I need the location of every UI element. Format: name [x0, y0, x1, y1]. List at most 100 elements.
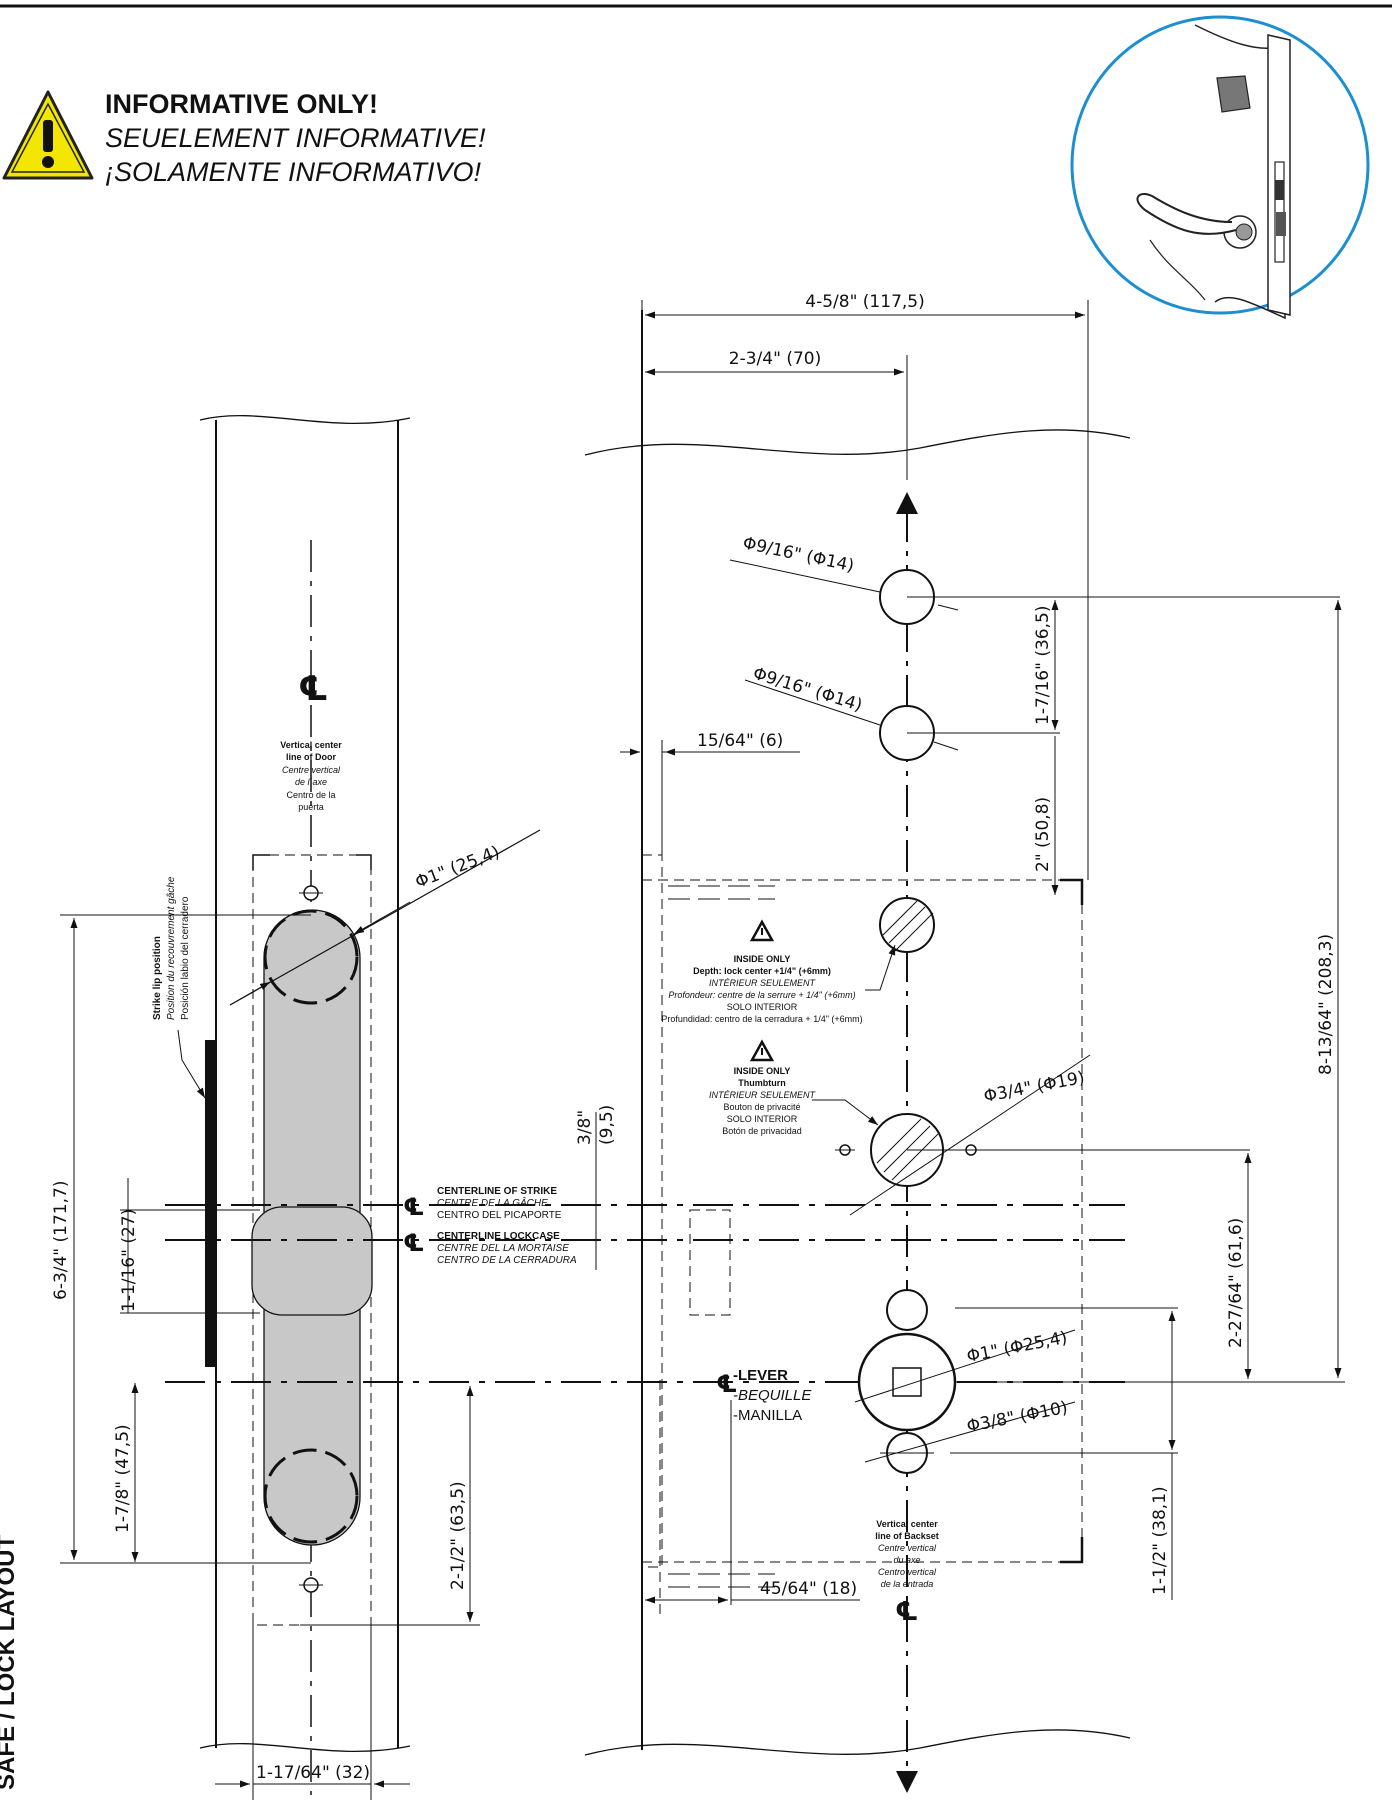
svg-text:SOLO INTERIOR: SOLO INTERIOR [727, 1002, 798, 1012]
total-208-dim: 8-13/64" (208,3) [955, 600, 1345, 1383]
svg-text:Strike lip position: Strike lip position [152, 936, 163, 1020]
thumbturn-diameter-text: Φ3/4" (Φ19) [982, 1068, 1086, 1107]
lever-to-bottom-text: 1-1/2" (38,1) [1150, 1486, 1170, 1595]
svg-text:-BEQUILLE: -BEQUILLE [733, 1387, 812, 1404]
warning-title-es: ¡SOLAMENTE INFORMATIVO! [105, 157, 482, 187]
svg-text:Vertical center: Vertical center [876, 1519, 938, 1529]
svg-text:Centro de la: Centro de la [286, 790, 335, 800]
caution-icon [749, 1039, 775, 1062]
svg-text:line of Door: line of Door [286, 752, 336, 762]
svg-text:Depth: lock center +1/4" (+6mm: Depth: lock center +1/4" (+6mm) [693, 966, 831, 976]
svg-text:Thumbturn: Thumbturn [738, 1078, 786, 1088]
lever-to-hole-dim: 2-1/2" (63,5) [300, 1386, 480, 1626]
svg-text:℄: ℄ [716, 1370, 738, 1398]
strike-width-dim: 1-1/16" (27) [119, 1178, 260, 1314]
svg-text:Bouton de privacité: Bouton de privacité [723, 1102, 800, 1112]
centerline-strike-label: ℄ CENTERLINE OF STRIKE CENTRE DE LA GÂCH… [403, 1186, 562, 1221]
lever-to-hole-text: 2-1/2" (63,5) [448, 1481, 468, 1590]
total-208-text: 8-13/64" (208,3) [1316, 934, 1336, 1075]
svg-text:INTÉRIEUR SEULEMENT: INTÉRIEUR SEULEMENT [709, 1090, 817, 1100]
svg-text:℄: ℄ [895, 1597, 918, 1627]
lever-diameter-text: Φ1" (Φ25,4) [965, 1328, 1069, 1367]
door-lock-illustration [1070, 15, 1370, 320]
centerline-lockcase-label: ℄ CENTERLINE LOCKCASE CENTRE DEL LA MORT… [403, 1229, 577, 1266]
thumbturn-to-lever-dim: 2-27/64" (61,6) [1226, 1153, 1252, 1379]
thumbturn-to-lever-text: 2-27/64" (61,6) [1226, 1218, 1246, 1348]
spacing-50-dim: 2" (50,8) [1033, 736, 1059, 895]
svg-text:Centre vertical: Centre vertical [282, 765, 341, 775]
svg-text:SOLO INTERIOR: SOLO INTERIOR [727, 1114, 798, 1124]
lever-label: ℄ -LEVER -BEQUILLE -MANILLA [716, 1367, 812, 1424]
lever-to-bottom-dim: 1-1/2" (38,1) [950, 1307, 1178, 1600]
svg-text:Vertical center: Vertical center [280, 740, 342, 750]
strike-lip-bar [205, 1040, 216, 1367]
lever-offset-text: 45/64" (18) [760, 1579, 857, 1599]
caution-icon [749, 919, 775, 942]
backset-dim: 2-3/4" (70) [645, 349, 908, 480]
svg-text:CENTRO DE LA CERRADURA: CENTRO DE LA CERRADURA [437, 1255, 577, 1266]
svg-text:℄: ℄ [403, 1229, 425, 1257]
svg-text:INSIDE ONLY: INSIDE ONLY [734, 954, 791, 964]
door-face-view: ℄ [584, 310, 1250, 1793]
strike-offset-b-text: (9,5) [597, 1105, 617, 1145]
edge-offset-dim: 15/64" (6) [620, 731, 800, 860]
door-edge-view: ℄ [199, 415, 411, 1795]
lever-offset-dim: 45/64" (18) [645, 1400, 860, 1605]
lower-hole-dim: 1-7/8" (47,5) [113, 1383, 139, 1562]
svg-text:INSIDE ONLY: INSIDE ONLY [734, 1066, 791, 1076]
backset-text: 2-3/4" (70) [729, 349, 821, 369]
svg-text:Profundidad: centro de la cerr: Profundidad: centro de la cerradura + 1/… [661, 1014, 862, 1024]
vertical-center-door-label: Vertical center line of Door Centre vert… [280, 740, 342, 812]
svg-text:CENTRE DEL LA MORTAISE: CENTRE DEL LA MORTAISE [437, 1243, 569, 1254]
strike-width-text: 1-1/16" (27) [119, 1209, 139, 1312]
screw-diameter-text: Φ3/8" (Φ10) [965, 1398, 1069, 1437]
lower-hole-text: 1-7/8" (47,5) [113, 1424, 133, 1533]
top-hole-2-text: Φ9/16" (Φ14) [751, 664, 865, 716]
door-centerline-symbol: ℄ [298, 669, 328, 709]
svg-text:du axe: du axe [893, 1555, 920, 1565]
svg-text:CENTERLINE OF STRIKE: CENTERLINE OF STRIKE [437, 1186, 557, 1197]
svg-text:Centro vertical: Centro vertical [878, 1567, 937, 1577]
spacing-50-text: 2" (50,8) [1033, 797, 1053, 872]
cutout-diameter-dim: Φ1" (25,4) [229, 829, 541, 1006]
svg-text:-MANILLA: -MANILLA [733, 1407, 802, 1424]
svg-text:Position du recouvrement gâche: Position du recouvrement gâche [166, 876, 177, 1020]
door-width-dim: 1-17/64" (32) [215, 1620, 410, 1800]
strike-height-text: 6-3/4" (171,7) [51, 1181, 71, 1300]
svg-text:puerta: puerta [298, 802, 324, 812]
inside-only-thumbturn-note: INSIDE ONLY Thumbturn INTÉRIEUR SEULEMEN… [709, 1039, 879, 1136]
spacing-36-dim: 1-7/16" (36,5) [907, 596, 1340, 734]
warning-triangle-icon [2, 90, 94, 180]
door-width-text: 1-17/64" (32) [256, 1763, 370, 1783]
svg-text:INTÉRIEUR SEULEMENT: INTÉRIEUR SEULEMENT [709, 978, 817, 988]
top-hole-1-text: Φ9/16" (Φ14) [741, 533, 856, 576]
strike-offset-a-text: 3/8" [575, 1110, 595, 1145]
svg-text:CENTRO DEL PICAPORTE: CENTRO DEL PICAPORTE [437, 1210, 562, 1221]
strike-height-dim: 6-3/4" (171,7) [51, 914, 311, 1564]
svg-text:Posición labio del cerradero: Posición labio del cerradero [180, 896, 191, 1020]
svg-text:de la entrada: de la entrada [881, 1579, 934, 1589]
svg-text:Botón de privacidad: Botón de privacidad [722, 1126, 802, 1136]
overall-backset-text: 4-5/8" (117,5) [805, 292, 924, 312]
svg-text:℄: ℄ [403, 1193, 425, 1221]
svg-text:CENTERLINE LOCKCASE: CENTERLINE LOCKCASE [437, 1231, 560, 1242]
overall-backset-dim: 4-5/8" (117,5) [641, 292, 1089, 880]
svg-text:de l´axe: de l´axe [295, 777, 327, 787]
svg-text:-LEVER: -LEVER [733, 1367, 788, 1384]
svg-text:line of Backset: line of Backset [875, 1531, 939, 1541]
vertical-center-backset-label: Vertical center line of Backset Centre v… [875, 1519, 939, 1589]
svg-text:Profondeur: centre de la serru: Profondeur: centre de la serrure + 1/4" … [668, 990, 855, 1000]
svg-text:Centre vertical: Centre vertical [878, 1543, 937, 1553]
inside-only-depth-note: INSIDE ONLY Depth: lock center +1/4" (+6… [661, 919, 896, 1024]
strike-offset-dim: 3/8" (9,5) [575, 1105, 617, 1270]
cutout-dia-text: Φ1" (25,4) [413, 842, 503, 892]
warning-title-en: INFORMATIVE ONLY! [105, 89, 378, 119]
upper-screw-hole [886, 1289, 928, 1331]
warning-title-fr: SEUELEMENT INFORMATIVE! [105, 123, 486, 153]
edge-offset-text: 15/64" (6) [697, 731, 783, 751]
spacing-36-text: 1-7/16" (36,5) [1033, 606, 1053, 725]
strike-lip-label: Strike lip position Position du recouvre… [152, 876, 206, 1099]
svg-text:CENTRE DE LA GÂCHE: CENTRE DE LA GÂCHE [437, 1196, 548, 1209]
